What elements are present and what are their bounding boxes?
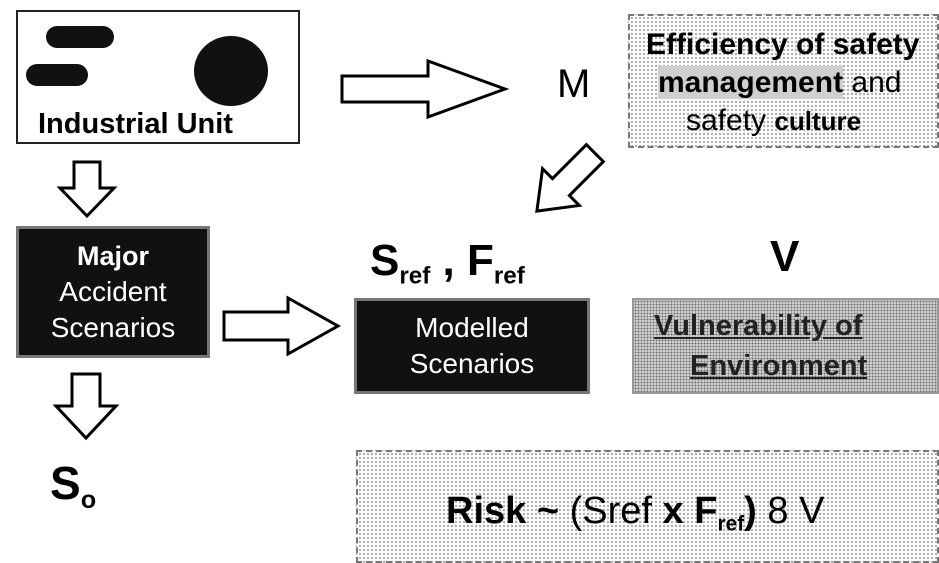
safety-safety-word: safety xyxy=(686,104,767,137)
major-accident-line-1: Major xyxy=(76,241,149,271)
risk-tilde: ~ xyxy=(536,490,560,532)
so-s: S xyxy=(50,457,81,509)
unit-pill-bottom xyxy=(26,64,88,86)
risk-word: Risk xyxy=(446,490,527,532)
sref-sub: ref xyxy=(399,262,431,290)
risk-formula-box xyxy=(356,450,939,563)
risk-formula: Risk ~ (Sref x Fref) 8 V xyxy=(446,490,824,536)
industrial-unit-box: Industrial Unit xyxy=(16,10,300,144)
fref-sub: ref xyxy=(493,262,525,290)
safety-and-word: and xyxy=(851,66,902,99)
industrial-unit-label: Industrial Unit xyxy=(38,108,233,140)
so-label: So xyxy=(50,456,96,515)
risk-times: x xyxy=(662,490,684,532)
risk-open: (Sref xyxy=(569,490,652,532)
unit-pill-top xyxy=(46,26,114,48)
so-sub: o xyxy=(80,485,97,514)
safety-line-1: Efficiency of safety xyxy=(646,28,920,61)
sref-fref-label: Sref , Fref xyxy=(370,236,525,290)
vulnerability-box xyxy=(632,298,939,394)
major-accident-line-3: Scenarios xyxy=(50,312,176,343)
arrow-safety-to-sf xyxy=(535,142,606,213)
arrow-unit-to-m xyxy=(340,58,510,120)
risk-f: F xyxy=(694,490,718,532)
major-accident-box: Major Accident Scenarios xyxy=(16,226,210,358)
safety-line-2: management and xyxy=(658,66,901,100)
arrow-unit-to-accident xyxy=(56,160,118,219)
v-label: V xyxy=(770,232,800,281)
risk-tail: 8 V xyxy=(767,490,825,532)
vulnerability-line-2: Environment xyxy=(690,350,868,382)
arrow-accident-to-so xyxy=(52,372,120,441)
unit-tank-circle xyxy=(194,36,268,106)
modelled-scenarios-box: Modelled Scenarios xyxy=(354,298,590,394)
fref-f: F xyxy=(466,236,494,285)
risk-close: ) xyxy=(744,490,757,532)
arrow-accident-to-modelled xyxy=(222,295,342,357)
major-accident-line-2: Accident xyxy=(59,276,167,307)
m-label: M xyxy=(557,62,591,106)
safety-culture-word: culture xyxy=(774,106,862,136)
safety-line-3: safety culture xyxy=(686,104,861,138)
modelled-line-2: Scenarios xyxy=(409,348,535,379)
sf-separator: , xyxy=(430,236,467,285)
modelled-line-1: Modelled xyxy=(415,312,529,343)
sref-s: S xyxy=(370,236,400,285)
vulnerability-line-1: Vulnerability of xyxy=(654,310,863,342)
safety-management-word: management xyxy=(658,66,844,99)
risk-f-sub: ref xyxy=(717,512,745,536)
